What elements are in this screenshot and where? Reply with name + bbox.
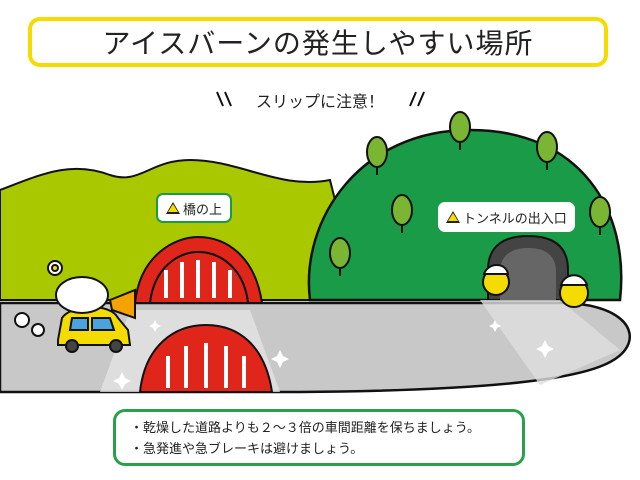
bird-icon: [482, 264, 589, 308]
tip-item: ・乾燥した道路よりも２～３倍の車間距離を保ちましょう。: [130, 421, 480, 436]
bridge-arch-front: [138, 323, 274, 393]
car-icon: [14, 260, 136, 353]
tunnel-sign: トンネルの出入口: [438, 202, 575, 232]
bridge-sign-label: 橋の上: [183, 202, 223, 218]
tips-box: ・乾燥した道路よりも２～３倍の車間距離を保ちましょう。 ・急発進や急ブレーキは避…: [113, 409, 525, 466]
tunnel-sign-label: トンネルの出入口: [463, 211, 567, 227]
warning-icon: [446, 211, 460, 223]
tree-icon: [329, 111, 611, 276]
sparkle-icon: [113, 320, 554, 390]
warning-icon: [166, 202, 180, 214]
tip-item: ・急発進や急ブレーキは避けましょう。: [130, 442, 364, 457]
left-hill: [0, 158, 362, 301]
subtitle: スリップに注意！: [255, 92, 384, 111]
bridge-sign: 橋の上: [156, 193, 233, 223]
subtitle-slashes: [216, 91, 425, 107]
bridge-arch-back: [133, 235, 264, 304]
page-title: アイスバーンの発生しやすい場所: [28, 17, 608, 67]
